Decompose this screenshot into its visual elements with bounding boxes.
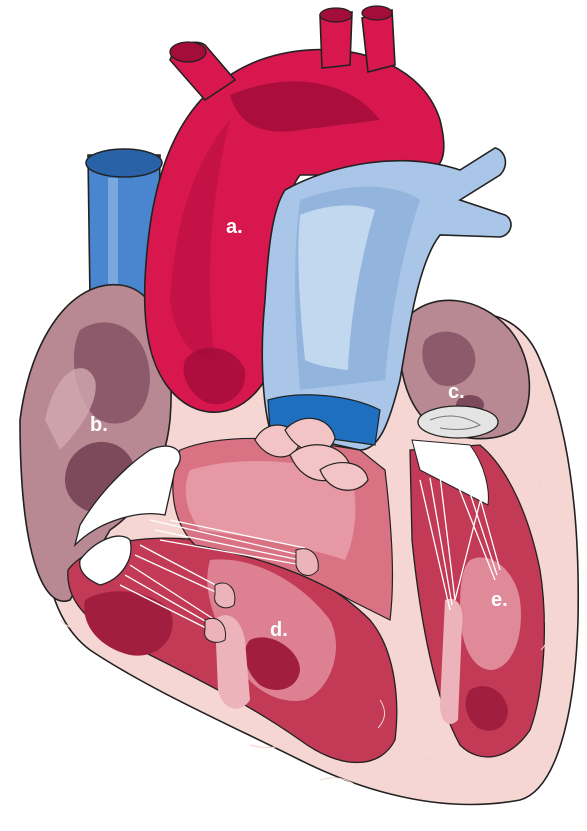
label-a: a.	[226, 216, 243, 238]
label-b: b.	[90, 414, 108, 436]
label-c: c.	[448, 381, 465, 403]
label-e: e.	[491, 589, 508, 611]
label-d: d.	[270, 619, 288, 641]
left-atrium	[400, 300, 529, 438]
